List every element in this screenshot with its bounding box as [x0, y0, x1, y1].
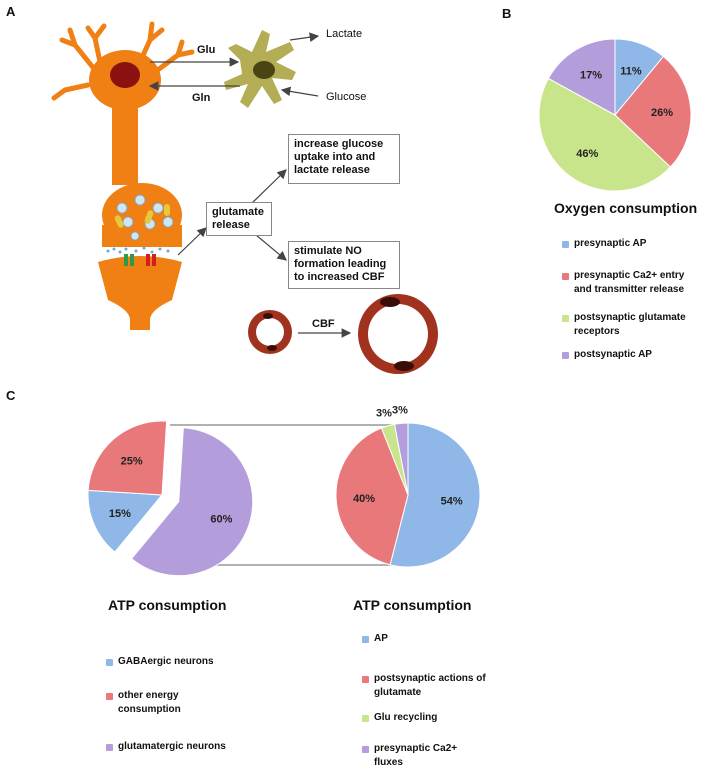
glucose-label: Glucose	[326, 91, 367, 103]
stimulate-no-box: stimulate NO formation leading to increa…	[288, 241, 400, 289]
legend-swatch-glu-recycling	[362, 715, 369, 722]
legend-glu-recycling: Glu recycling	[374, 712, 438, 723]
legend-presynaptic-ca: presynaptic Ca2+ entry and transmitter r…	[574, 270, 685, 295]
oxygen-pie-slice-label-presynaptic-ap: 11%	[620, 66, 642, 78]
oxygen-pie-slice-postsynaptic-ap	[547, 38, 616, 116]
oxygen-chart-title: Oxygen consumption	[554, 200, 698, 216]
panel-label-c: C	[6, 388, 16, 403]
legend-swatch-glutamatergic	[106, 744, 113, 751]
legend-swatch-presynaptic-ap	[562, 241, 569, 248]
legend-gabaergic: GABAergic neurons	[118, 656, 214, 667]
legend-swatch-postsynaptic-ap	[562, 352, 569, 359]
glutamate-dots	[106, 246, 170, 254]
oxygen-pie-slice-label-postsynaptic-ap: 17%	[580, 69, 602, 81]
atp-left-pie-chart: 15% 25% 60%	[87, 420, 254, 577]
legend-swatch-presynaptic-ca-fluxes	[362, 746, 369, 753]
increase-glucose-box: increase glucose uptake into and lactate…	[288, 134, 400, 184]
astrocyte-nucleus	[253, 61, 275, 79]
atp-right-pie-slice-label-presynaptic-ca2-fluxes: 3%	[392, 404, 408, 416]
oxygen-pie-chart: 11% 26% 46% 17%	[538, 38, 692, 192]
small-vessel	[248, 310, 292, 354]
legend-swatch-gabaergic	[106, 659, 113, 666]
glutamate-release-box: glutamate release	[206, 202, 272, 236]
atp-right-pie-slice-label-postsynaptic-actions-of-glutamate: 40%	[353, 493, 375, 505]
atp-right-pie-slice-presynaptic-ca2-fluxes	[393, 422, 409, 496]
panel-label-b: B	[502, 6, 512, 21]
legend-postsynaptic-ap: postsynaptic AP	[574, 349, 652, 360]
receptors	[124, 254, 156, 266]
synaptic-vesicles	[116, 194, 174, 241]
legend-presynaptic-ap: presynaptic AP	[574, 238, 647, 249]
oxygen-pie-slice-label-postsynaptic-glutamate-receptors: 46%	[576, 148, 598, 160]
gln-label: Gln	[192, 92, 211, 104]
atp-right-pie-slice-ap	[389, 422, 481, 568]
legend-swatch-other-energy	[106, 693, 113, 700]
postsynaptic-neuron	[98, 256, 182, 330]
atp-left-chart-title: ATP consumption	[108, 597, 227, 613]
oxygen-pie-slice-postsynaptic-glutamate-receptors	[538, 77, 672, 192]
large-vessel	[358, 294, 438, 374]
legend-postsynaptic-glutamate: postsynaptic glutamate receptors	[574, 312, 686, 337]
cbf-label: CBF	[312, 318, 335, 330]
legend-swatch-postsynaptic-actions	[362, 676, 369, 683]
legend-ap: AP	[374, 633, 388, 644]
atp-right-pie-chart: 54% 40% 3%3%	[335, 404, 481, 568]
lactate-label: Lactate	[326, 28, 363, 40]
oxygen-pie-slice-presynaptic-ca2-entry-and-transmitter-release	[614, 55, 692, 168]
neuron-diagram	[51, 21, 438, 374]
neuron-nucleus	[110, 62, 140, 88]
oxygen-pie-slice-label-presynaptic-ca2-entry-and-transmitter-release: 26%	[651, 107, 673, 119]
atp-left-pie-slice-label-other-energy-consumption: 25%	[121, 456, 143, 468]
atp-left-pie-slice-label-gabaergic-neurons: 15%	[109, 508, 131, 520]
atp-left-pie-slice-gabaergic-neurons	[87, 489, 164, 553]
panel-label-a: A	[6, 4, 16, 19]
mitochondria	[114, 204, 170, 228]
atp-right-pie-slice-postsynaptic-actions-of-glutamate	[335, 427, 409, 566]
legend-glutamatergic: glutamatergic neurons	[118, 741, 226, 752]
legend-other-energy: other energy consumption	[118, 690, 181, 715]
legend-postsynaptic-actions: postsynaptic actions of glutamate	[374, 673, 486, 698]
atp-left-pie-slice-glutamatergic-neurons	[130, 427, 254, 577]
glu-label: Glu	[197, 44, 216, 56]
legend-swatch-ap	[362, 636, 369, 643]
legend-swatch-postsynaptic-glutamate	[562, 315, 569, 322]
atp-right-pie-slice-label-glu-recycling: 3%	[376, 407, 392, 419]
legend-presynaptic-ca-fluxes: presynaptic Ca2+ fluxes	[374, 743, 458, 768]
atp-left-pie-slice-label-glutamatergic-neurons: 60%	[210, 514, 232, 526]
atp-right-chart-title: ATP consumption	[353, 597, 472, 613]
atp-right-pie-slice-label-ap: 54%	[441, 496, 463, 508]
legend-swatch-presynaptic-ca	[562, 273, 569, 280]
atp-left-pie-slice-other-energy-consumption	[87, 420, 168, 496]
neuron-axon	[112, 105, 138, 185]
